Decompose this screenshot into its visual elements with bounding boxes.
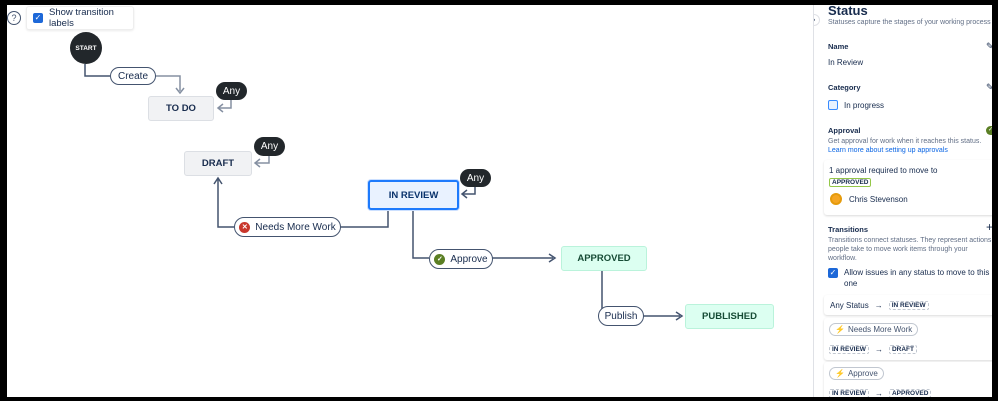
- transition-label: Approve: [450, 253, 488, 265]
- transitions-label: Transitions: [828, 225, 869, 234]
- line-any-draft: [253, 156, 270, 168]
- transition-label: Needs More Work: [255, 221, 336, 233]
- transition-route: IN REVIEW → DRAFT: [829, 345, 917, 354]
- category-value: In progress: [828, 100, 884, 110]
- transition-to: APPROVED: [888, 389, 932, 397]
- show-labels-label: Show transition labels: [49, 7, 114, 29]
- transition-publish[interactable]: Publish: [598, 306, 644, 326]
- line-create-todo: [155, 75, 181, 91]
- transition-name: Approve: [847, 369, 878, 378]
- line-approve: [412, 209, 557, 263]
- transition-create[interactable]: Create: [110, 67, 156, 85]
- transition-to: IN REVIEW: [888, 300, 929, 310]
- approval-label: Approval: [828, 126, 861, 135]
- in-progress-category-icon: [828, 100, 838, 110]
- panel-title: Status: [828, 5, 868, 18]
- arrow-right-icon: →: [874, 389, 883, 397]
- allow-any-label: Allow issues in any status to move to th…: [844, 268, 990, 288]
- checkbox-checked-icon[interactable]: ✓: [33, 13, 43, 23]
- edit-category-icon[interactable]: ✎: [986, 82, 992, 93]
- collapse-panel-chevron-icon[interactable]: ›: [814, 14, 820, 26]
- transition-from: IN REVIEW: [829, 345, 869, 354]
- start-node[interactable]: START: [70, 32, 102, 64]
- any-transition-todo[interactable]: Any: [216, 82, 247, 100]
- any-transition-in-review[interactable]: Any: [460, 169, 491, 187]
- checkbox-checked-icon[interactable]: ✓: [828, 268, 838, 278]
- avatar: [830, 193, 842, 205]
- arrow-right-icon: →: [874, 300, 883, 310]
- error-icon: ✕: [239, 221, 251, 233]
- status-draft[interactable]: DRAFT: [184, 151, 252, 176]
- transition-name-chip: ⚡Needs More Work: [829, 323, 919, 336]
- status-published[interactable]: PUBLISHED: [685, 304, 774, 329]
- line-needs-more-work: [213, 176, 389, 228]
- help-icon[interactable]: ?: [7, 11, 21, 25]
- line-any-todo: [216, 99, 232, 113]
- check-circle-icon: ✓: [434, 253, 446, 265]
- transition-approve[interactable]: ✓ Approve: [429, 249, 493, 269]
- show-transition-labels-toggle[interactable]: ✓ Show transition labels: [26, 6, 134, 30]
- category-text: In progress: [844, 100, 885, 110]
- status-approved[interactable]: APPROVED: [561, 246, 647, 271]
- transition-to: DRAFT: [888, 345, 917, 354]
- approval-target-lozenge: APPROVED: [829, 178, 872, 187]
- edit-name-icon[interactable]: ✎: [986, 41, 992, 52]
- transition-name: Needs More Work: [847, 325, 913, 334]
- transition-item[interactable]: ⚡Approve IN REVIEW → APPROVED: [824, 362, 992, 397]
- arrow-right-icon: →: [874, 345, 883, 354]
- status-panel: › Status Statuses capture the stages of …: [813, 5, 992, 397]
- workflow-canvas[interactable]: ? ✓ Show transition labels START Create …: [7, 5, 813, 397]
- add-transition-icon[interactable]: +: [986, 220, 992, 234]
- allow-any-status-checkbox[interactable]: ✓ Allow issues in any status to move to …: [828, 267, 992, 289]
- transitions-description: Transitions connect statuses. They repre…: [828, 237, 992, 262]
- lightning-icon: ⚡: [835, 369, 845, 378]
- transition-from: IN REVIEW: [829, 389, 869, 397]
- name-label: Name: [828, 42, 849, 51]
- status-in-review[interactable]: IN REVIEW: [368, 180, 459, 210]
- approval-toggle[interactable]: ✓: [986, 126, 992, 135]
- status-todo[interactable]: TO DO: [148, 96, 214, 121]
- approval-required-text: 1 approval required to move to: [829, 166, 938, 175]
- transition-from: Any Status: [830, 300, 869, 310]
- approval-card: 1 approval required to move to APPROVED …: [824, 160, 992, 215]
- category-label: Category: [828, 83, 861, 92]
- any-transition-draft[interactable]: Any: [254, 137, 285, 156]
- approver-name: Chris Stevenson: [849, 195, 908, 204]
- transition-item[interactable]: ⚡Needs More Work IN REVIEW → DRAFT: [824, 318, 992, 360]
- transition-route: IN REVIEW → APPROVED: [829, 389, 932, 397]
- approval-description: Get approval for work when it reaches th…: [828, 138, 982, 145]
- transition-item[interactable]: Any Status → IN REVIEW: [824, 295, 992, 315]
- transition-needs-more-work[interactable]: ✕ Needs More Work: [234, 217, 341, 237]
- approval-learn-more-link[interactable]: Learn more about setting up approvals: [828, 147, 948, 154]
- line-any-inreview: [460, 186, 476, 199]
- line-start-create: [84, 64, 110, 77]
- panel-subtitle: Statuses capture the stages of your work…: [828, 19, 991, 26]
- lightning-icon: ⚡: [835, 325, 845, 334]
- transition-name-chip: ⚡Approve: [829, 367, 884, 380]
- name-value: In Review: [828, 58, 864, 67]
